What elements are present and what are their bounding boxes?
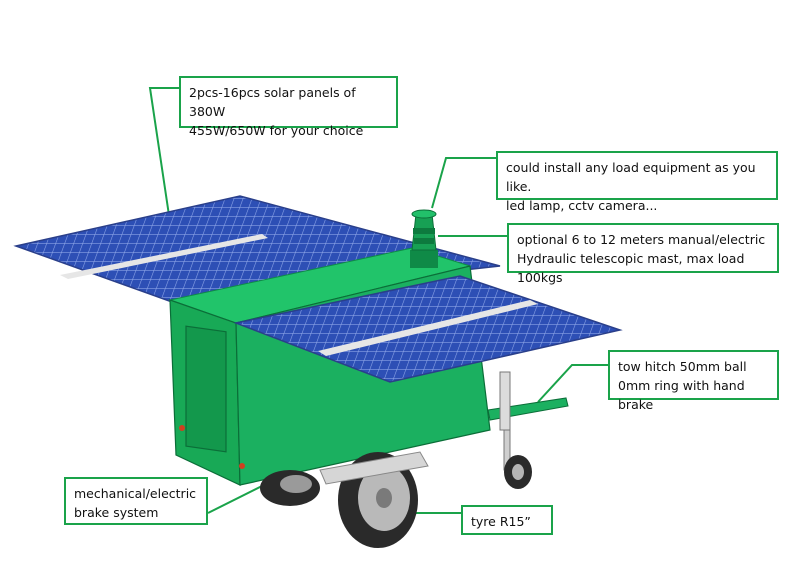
leader-load <box>431 157 496 209</box>
callout-tyre: tyre R15” <box>461 505 553 535</box>
callout-telescopic-mast: optional 6 to 12 meters manual/electric … <box>507 223 779 285</box>
tail-light-2 <box>239 463 245 469</box>
panel-divider-right <box>318 300 538 356</box>
trailer-side-door <box>185 325 227 453</box>
telescopic-mast <box>410 209 438 268</box>
callout-load-equipment: could install any load equipment as you … <box>496 151 778 213</box>
leader-hitch <box>537 364 608 403</box>
callout-brake-system: mechanical/electric brake system <box>64 477 208 525</box>
wheel-rear <box>260 470 320 506</box>
panel-divider <box>60 234 268 279</box>
tow-hitch <box>487 371 569 471</box>
wheel-fender <box>319 451 429 485</box>
jockey-wheel <box>504 455 532 489</box>
callout-solar-panels: 2pcs-16pcs solar panels of 380W 455W/650… <box>179 76 398 138</box>
leader-solar <box>148 87 179 223</box>
tail-light-1 <box>179 425 185 431</box>
leader-lines <box>148 87 608 514</box>
callout-tow-hitch: tow hitch 50mm ball 0mm ring with hand b… <box>608 350 779 412</box>
